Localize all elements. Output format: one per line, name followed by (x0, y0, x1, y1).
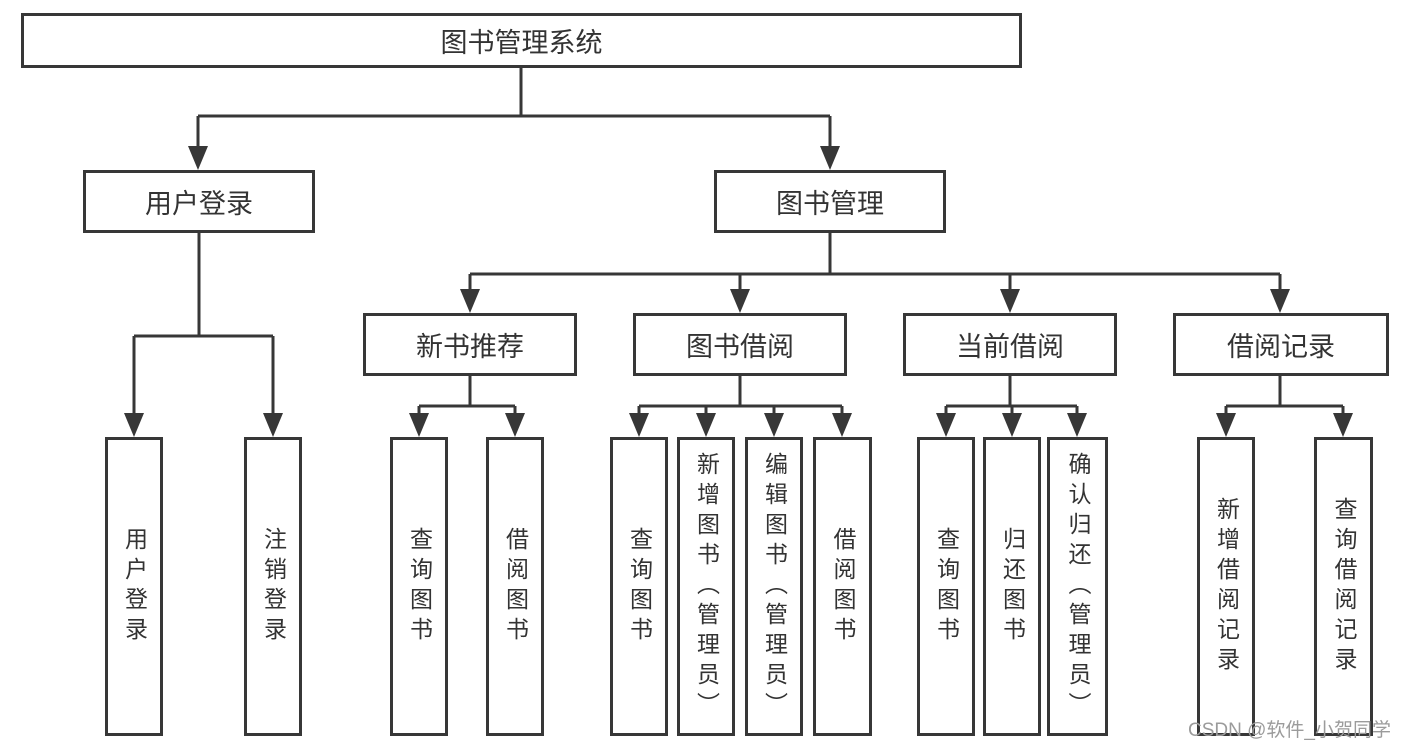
leaf-current-confirm-return-admin: 确认归还（管理员） (1047, 437, 1108, 736)
watermark: CSDN @软件_小贺同学 (1188, 720, 1391, 741)
leaf-borrow-edit-books-admin: 编辑图书（管理员） (745, 437, 803, 736)
node-book-borrow: 图书借阅 (633, 313, 847, 376)
leaf-newbook-borrow-books: 借阅图书 (486, 437, 544, 736)
node-current-borrow: 当前借阅 (903, 313, 1117, 376)
leaf-newbook-query-books: 查询图书 (390, 437, 448, 736)
leaf-user-login: 用户登录 (105, 437, 163, 736)
leaf-current-return-books: 归还图书 (983, 437, 1041, 736)
arrowhead-icons (124, 146, 1353, 437)
node-root-system: 图书管理系统 (21, 13, 1022, 68)
leaf-borrow-add-books-admin: 新增图书（管理员） (677, 437, 735, 736)
leaf-logout: 注销登录 (244, 437, 302, 736)
leaf-record-add: 新增借阅记录 (1197, 437, 1255, 736)
leaf-borrow-borrow-books: 借阅图书 (813, 437, 872, 736)
node-borrow-record: 借阅记录 (1173, 313, 1389, 376)
node-user-login: 用户登录 (83, 170, 315, 233)
leaf-borrow-query-books: 查询图书 (610, 437, 668, 736)
leaf-current-query-books: 查询图书 (917, 437, 975, 736)
node-new-book-recommend: 新书推荐 (363, 313, 577, 376)
node-book-management: 图书管理 (714, 170, 946, 233)
leaf-record-query: 查询借阅记录 (1314, 437, 1373, 736)
